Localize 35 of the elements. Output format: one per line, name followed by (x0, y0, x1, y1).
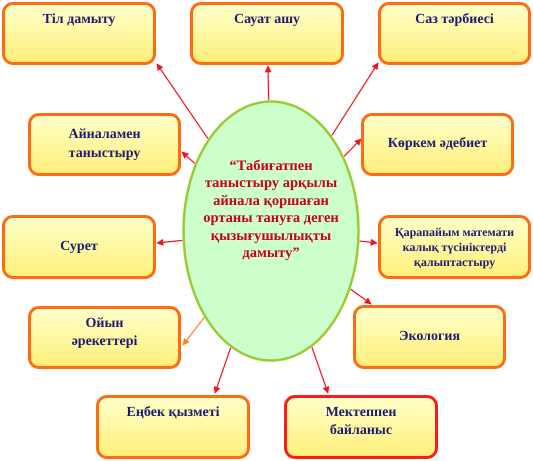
topic-ellipse (182, 100, 360, 362)
topic-label: Еңбек қызметі (126, 404, 220, 422)
arrow (182, 317, 205, 346)
arrow (344, 138, 362, 157)
topic-box (28, 113, 181, 176)
topic-label: Сауат ашу (234, 11, 300, 29)
topic-label: Қарапайым математи калық түсініктерді қалыптастыру (394, 224, 516, 270)
topic-label: Көркем әдебиет (388, 135, 488, 154)
topic-label: Саз тәрбиесі (415, 11, 494, 29)
topic-box (2, 2, 156, 65)
arrow (360, 238, 378, 246)
arrow (214, 348, 232, 394)
topic-box (190, 2, 344, 65)
arrow (181, 152, 196, 164)
topic-label: Экология (398, 328, 460, 346)
topic-box (28, 306, 181, 369)
topic-box (378, 2, 531, 65)
topic-box (353, 305, 506, 369)
goal-text: “Табиғатпен таныстыру арқылы айнала қоршаған ортаны тануға деген қызығушылықты дамыту” (202, 158, 340, 262)
topic-label: Ойын әрекеттері (70, 315, 138, 352)
topic-box (378, 215, 531, 279)
arrow (350, 288, 372, 304)
arrow (156, 63, 208, 139)
topic-box (361, 113, 514, 176)
topic-box (284, 395, 438, 459)
topic-label: Айналамен таныстыру (67, 126, 142, 162)
arrow (264, 65, 272, 100)
topic-label: Сурет (60, 238, 98, 256)
arrow (156, 238, 182, 246)
arrow (311, 347, 330, 394)
topic-label: Тіл дамыту (42, 11, 116, 29)
topic-label: Мектеппен байланыс (324, 404, 398, 440)
topic-box (96, 395, 250, 459)
arrow (331, 62, 378, 136)
topic-box (2, 215, 156, 279)
